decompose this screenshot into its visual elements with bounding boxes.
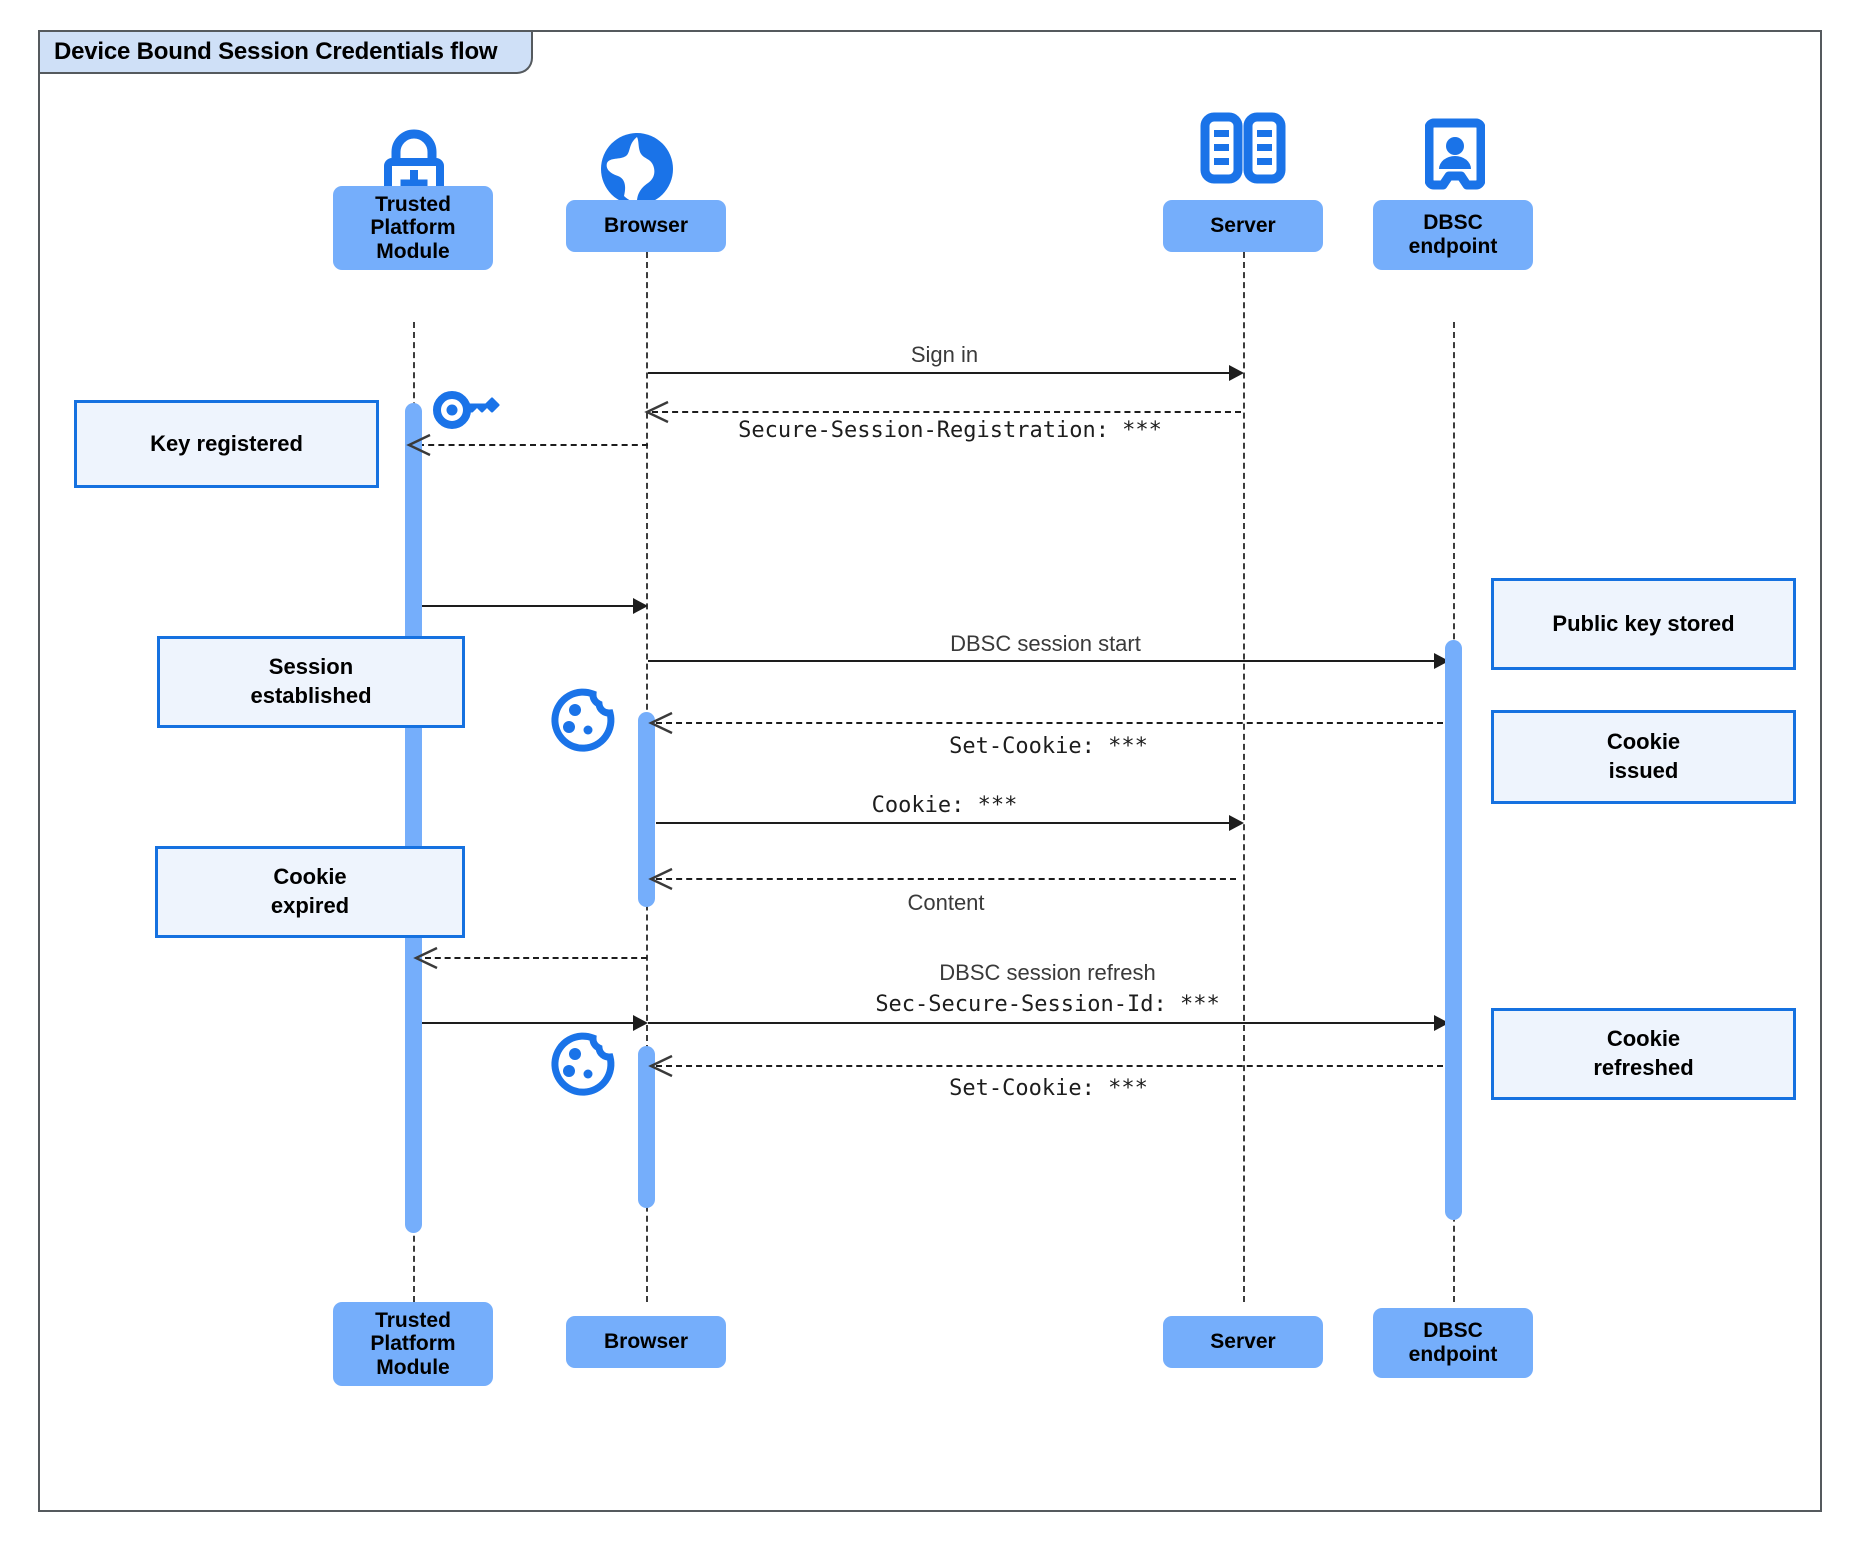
participant-label: Browser [603, 1330, 689, 1354]
message-line-tpm-to-browser-1 [422, 605, 637, 607]
arrowhead-browser-to-tpm [413, 946, 439, 970]
message-label-dbsc-session-start: DBSC session start [950, 631, 1141, 656]
message-line-content [656, 878, 1236, 880]
participant-browser-top[interactable]: Browser [566, 200, 726, 252]
message-line-sign-in [648, 372, 1233, 374]
participant-tpm-top[interactable]: Trusted Platform Module [333, 186, 493, 270]
note-label: Key registered [150, 430, 303, 456]
participant-label: DBSC endpoint [1408, 1319, 1498, 1366]
note-session-established: Session established [157, 636, 465, 728]
activation-bar-browser-2 [638, 1046, 655, 1208]
activation-bar-browser-1 [638, 712, 655, 907]
arrowhead-registration-to-tpm [406, 433, 432, 457]
arrowhead-set-cookie-2 [648, 1054, 674, 1078]
message-label-set-cookie-2: Set-Cookie: *** [949, 1076, 1148, 1101]
message-label-sec-secure-session-id: Sec-Secure-Session-Id: *** [875, 992, 1220, 1017]
message-line-secure-session-registration [652, 411, 1241, 413]
participant-label: Server [1210, 1330, 1276, 1354]
server-rack-icon [1200, 112, 1286, 184]
participant-server-top[interactable]: Server [1163, 200, 1323, 252]
arrowhead-content [648, 867, 674, 891]
arrowhead-tpm-to-browser-1 [633, 598, 648, 614]
message-line-set-cookie-1 [656, 722, 1443, 724]
note-cookie-expired: Cookie expired [155, 846, 465, 938]
message-label-content: Content [907, 890, 985, 915]
diagram-title: Device Bound Session Credentials flow [40, 32, 534, 74]
message-label-secure-session-registration: Secure-Session-Registration: *** [738, 418, 1162, 443]
note-label: Cookie expired [270, 864, 350, 918]
participant-label: Browser [603, 214, 689, 238]
message-label-set-cookie-1: Set-Cookie: *** [949, 734, 1148, 759]
activation-bar-dbsc [1445, 640, 1462, 1220]
key-icon [430, 386, 502, 434]
activation-bar-tpm [405, 403, 422, 1233]
participant-server-bottom[interactable]: Server [1163, 1316, 1323, 1368]
lifeline-server [1243, 252, 1245, 1302]
message-line-tpm-to-browser-2 [422, 1022, 637, 1024]
message-line-registration-to-tpm [418, 444, 648, 446]
participant-dbsc-bottom[interactable]: DBSC endpoint [1373, 1308, 1533, 1378]
participant-label: Server [1210, 214, 1276, 238]
arrowhead-tpm-to-browser-2 [633, 1015, 648, 1031]
arrowhead-set-cookie-1 [648, 711, 674, 735]
arrowhead-cookie-request [1229, 815, 1244, 831]
note-key-registered: Key registered [74, 400, 379, 488]
note-cookie-issued: Cookie issued [1491, 710, 1796, 804]
note-label: Session established [250, 654, 372, 708]
participant-tpm-bottom[interactable]: Trusted Platform Module [333, 1302, 493, 1386]
message-line-dbsc-session-start [648, 660, 1438, 662]
diagram-frame [38, 30, 1822, 1512]
globe-icon [598, 130, 676, 208]
message-line-cookie-request [656, 822, 1233, 824]
note-label: Cookie refreshed [1593, 1026, 1694, 1080]
arrowhead-secure-session-registration [644, 400, 670, 424]
arrowhead-sign-in [1229, 365, 1244, 381]
note-public-key-stored: Public key stored [1491, 578, 1796, 670]
id-badge-icon [1424, 118, 1486, 190]
message-line-session-refresh [648, 1022, 1438, 1024]
message-line-browser-to-tpm [425, 957, 647, 959]
message-line-set-cookie-2 [656, 1065, 1443, 1067]
note-label: Public key stored [1552, 610, 1735, 636]
note-label: Cookie issued [1606, 729, 1681, 783]
message-label-cookie-request: Cookie: *** [871, 793, 1018, 818]
cookie-icon [550, 1032, 616, 1096]
cookie-icon [550, 688, 616, 752]
message-label-sign-in: Sign in [910, 342, 979, 367]
participant-label: DBSC endpoint [1408, 211, 1498, 258]
note-cookie-refreshed: Cookie refreshed [1491, 1008, 1796, 1100]
participant-label: Trusted Platform Module [370, 1308, 456, 1379]
message-label-dbsc-session-refresh: DBSC session refresh [939, 960, 1156, 985]
participant-label: Trusted Platform Module [370, 192, 456, 263]
participant-dbsc-top[interactable]: DBSC endpoint [1373, 200, 1533, 270]
participant-browser-bottom[interactable]: Browser [566, 1316, 726, 1368]
